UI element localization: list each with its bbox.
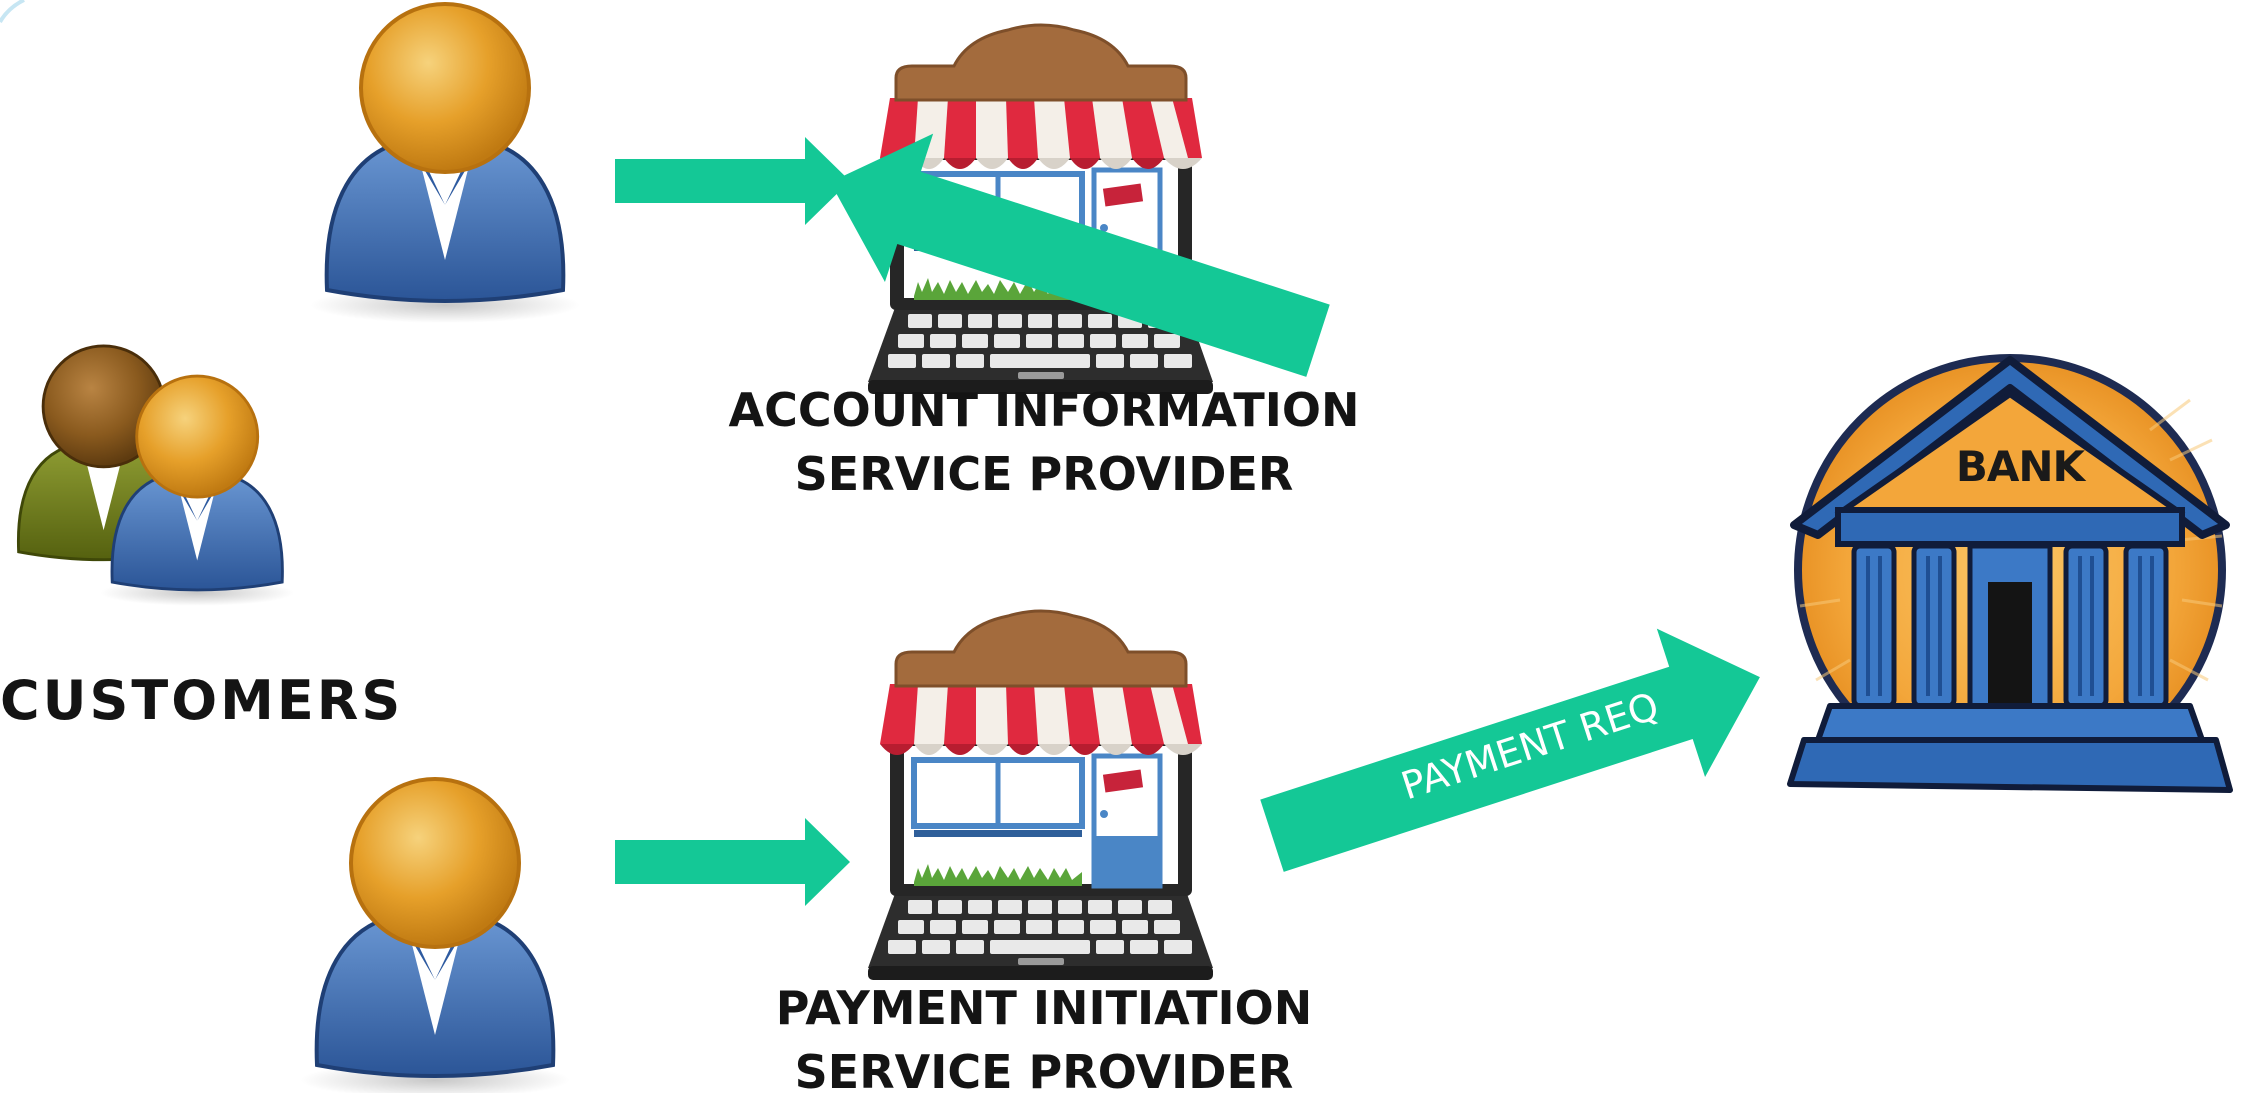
arrow-customer-to-pisp [615, 818, 850, 906]
customers-label: CUSTOMERS [0, 669, 404, 732]
aisp-label: ACCOUNT INFORMATION SERVICE PROVIDER [724, 378, 1364, 506]
arrow-customer-to-aisp [615, 137, 850, 225]
arrow-bank-to-aisp [830, 133, 1330, 377]
aisp-label-line1: ACCOUNT INFORMATION [728, 383, 1360, 437]
bank-icon [1790, 358, 2230, 790]
pisp-shop-icon [868, 611, 1213, 980]
arrow-pisp-to-bank [1260, 628, 1760, 872]
pisp-label-line2: SERVICE PROVIDER [794, 1045, 1294, 1099]
pisp-label: PAYMENT INITIATION SERVICE PROVIDER [724, 976, 1364, 1104]
aisp-label-line2: SERVICE PROVIDER [794, 447, 1294, 501]
customer-bottom-icon [298, 777, 572, 1093]
bank-label: BANK [1955, 442, 2085, 491]
corner-mark [0, 0, 25, 24]
customers-group-icon [16, 344, 296, 608]
pisp-label-line1: PAYMENT INITIATION [775, 981, 1313, 1035]
customer-top-icon [308, 2, 582, 325]
